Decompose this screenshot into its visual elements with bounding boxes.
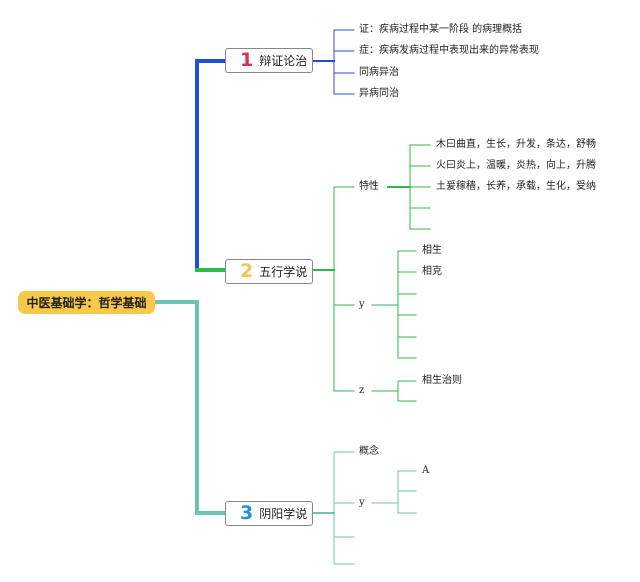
topic-number-badge: 1 (240, 49, 254, 71)
topic-five-elements[interactable]: 2 五行学说 (225, 259, 313, 284)
subtopic-y[interactable]: y (359, 299, 365, 310)
leaf-wood[interactable]: 木曰曲直，生长，升发，条达，舒畅 (436, 139, 596, 150)
root-topic[interactable]: 中医基础学：哲学基础 (18, 291, 155, 314)
subtopic-zheng-symptom[interactable]: 症：疾病发病过程中表现出来的异常表现 (359, 45, 539, 56)
topic-label: 辩证论治 (259, 54, 308, 68)
subtopic-z[interactable]: z (359, 385, 365, 396)
subtopic-same-disease-different-treatment[interactable]: 同病异治 (359, 67, 399, 78)
topic-number-badge: 3 (240, 502, 254, 524)
subtopic-zheng-definition[interactable]: 证：疾病过程中某一阶段 的病理概括 (359, 24, 523, 35)
leaf-restraining[interactable]: 相克 (422, 266, 442, 277)
subtopic-y[interactable]: y (359, 497, 365, 508)
leaf-generating[interactable]: 相生 (422, 245, 442, 256)
topic-number-badge: 2 (240, 260, 254, 282)
topic-syndrome-differentiation[interactable]: 1 辩证论治 (225, 48, 313, 73)
subtopic-characteristics[interactable]: 特性 (359, 181, 379, 192)
topic-yin-yang[interactable]: 3 阴阳学说 (225, 501, 313, 526)
root-topic-label: 中医基础学：哲学基础 (26, 296, 147, 310)
leaf-earth[interactable]: 土爰稼穑，长养，承载，生化，受纳 (436, 181, 596, 192)
leaf-a[interactable]: A (422, 465, 430, 476)
leaf-generating-treatment[interactable]: 相生治则 (422, 375, 462, 386)
topic-label: 阴阳学说 (259, 507, 308, 521)
subtopic-different-disease-same-treatment[interactable]: 异病同治 (359, 88, 399, 99)
leaf-fire[interactable]: 火曰炎上，温暖，炎热，向上，升腾 (436, 160, 596, 171)
topic-label: 五行学说 (259, 265, 308, 279)
subtopic-concept[interactable]: 概念 (359, 446, 379, 457)
